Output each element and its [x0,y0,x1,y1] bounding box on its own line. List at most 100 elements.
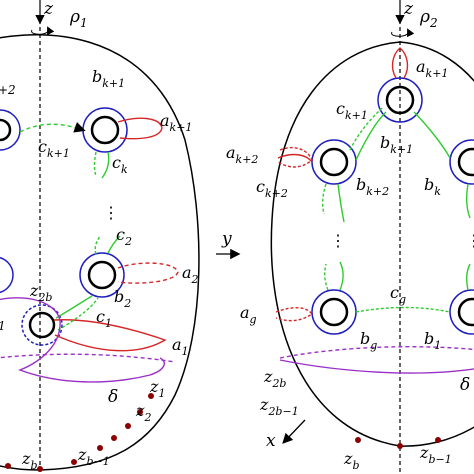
right-handle-bk2-blue [311,139,357,185]
left-rotation-arrow [31,26,55,36]
label-right-b-k: bk [424,175,441,198]
right-surface: ⋮ ⋮ z ρ2 x ak+1 ck+1 bk+1 ak+2 ck+2 bk+2… [226,0,474,474]
left-handle-k2-blue [0,109,21,151]
left-puncture-zb [37,466,43,472]
right-handle-bk-hole [457,147,474,177]
label-right-b-g: bg [360,329,377,352]
right-curve-c-k1-dash [349,107,383,151]
label-left-a-k1: ak+1 [160,111,192,134]
left-curve-c-k [101,151,110,179]
left-curve-c-2-dash [94,235,101,255]
left-curve-a-k1 [117,117,163,140]
left-puncture-3 [125,423,131,429]
right-curve-delta [279,359,474,374]
label-left-b-k1: bk+1 [92,67,125,90]
label-right-a-k2: ak+2 [226,143,258,166]
label-left-c-2: c2 [116,225,132,248]
right-curve-c-g [355,306,451,313]
label-left-delta: δ [108,387,118,407]
left-handle-k2-hole [0,118,12,142]
right-curve-c-k2-dash [321,183,327,215]
right-curve-a-k1 [391,47,409,79]
left-curve-c-k1 [19,121,86,133]
label-right-a-g: ag [240,303,257,326]
label-right-c-k1: ck+1 [336,99,368,122]
right-handle-b1-blue [449,289,474,335]
left-handle-bk1-blue [82,107,128,153]
left-puncture-6 [5,463,11,469]
right-puncture-zb1 [435,437,441,443]
label-left-c-k: ck [112,153,128,176]
right-handle-bg-blue [311,289,357,335]
label-left-z-b: zb [21,449,37,472]
left-handle-b2-blue [79,252,125,298]
right-vertical-dots-left: ⋮ [330,231,346,250]
right-curve-c-k [465,183,471,219]
right-rotation-arrow [391,28,415,38]
left-curve-c-k-dash [93,151,97,177]
label-left-partial-k2: +2 [0,83,16,97]
right-curve-c-k1-b [413,111,451,159]
left-puncture-z1 [148,393,154,399]
label-right-c-k2: ck+2 [256,177,288,200]
left-puncture-zb1 [71,459,77,465]
label-right-a-k1: ak+1 [416,57,448,80]
left-surface-outline [0,34,200,471]
map-arrow-label: y [221,229,232,249]
right-handle-b1-hole [457,297,474,327]
right-x-axis-label: x [266,431,276,451]
label-left-z-b1: zb−1 [77,445,110,468]
label-right-b-k1: bk+1 [380,133,413,156]
label-left-partial-1: 1 [0,319,6,333]
left-puncture-5 [97,445,103,451]
label-right-c-g: cg [390,283,406,306]
left-surface: ⋮ z ρ1 ak+1 bk+1 ck+1 ck +2 c2 a2 b2 z2b… [0,0,200,474]
right-curve-delta-dash [279,346,474,359]
right-curve-a-k2-solid [277,153,313,163]
left-axis-label: z [43,0,54,19]
left-curve-a-1 [53,319,167,352]
right-puncture-zb [397,443,403,449]
left-handle-bk1-hole [90,115,120,145]
left-handle-mid-blue [0,256,14,294]
label-left-z-2b: z2b [29,281,52,304]
right-rotation-label: ρ2 [419,7,438,30]
right-curve-c-1-up [465,263,471,291]
right-handle-bg-hole [319,297,349,327]
left-vertical-dots: ⋮ [103,203,119,222]
left-puncture-z2 [137,409,143,415]
label-right-b-k2: bk+2 [356,175,389,198]
right-curve-c-g-up [339,261,344,291]
left-handle-b1-blue [21,304,63,346]
right-handle-bk2-hole [319,147,349,177]
label-right-delta: δ [460,375,470,395]
right-curve-a-g [275,307,314,322]
label-left-a-2: a2 [182,263,199,286]
right-x-axis [282,419,306,444]
left-handle-b1-hole [28,311,56,339]
left-curve-delta-dash [0,353,176,363]
label-left-c-1: c1 [96,307,112,330]
label-left-b-2: b2 [114,287,131,310]
label-left-z-1: z1 [149,377,165,400]
label-left-c-k1: ck+1 [38,137,70,160]
right-curve-c-k2 [337,183,345,223]
label-right-z-2b: z2b [263,367,286,390]
right-handle-bk1-hole [385,85,415,115]
label-left-a-1: a1 [172,335,189,358]
right-axis-label: z [403,0,414,19]
label-right-b-1: b1 [424,329,441,352]
left-curve-delta [0,297,165,383]
label-right-z-b1: zb−1 [419,443,452,466]
right-handle-bk1-blue [377,77,423,123]
map-arrow: y [216,229,241,260]
right-handle-bk-blue [449,139,474,185]
right-curve-a-k2 [277,146,313,168]
right-surface-outline [270,41,474,447]
right-vertical-dots-right: ⋮ [466,231,474,250]
right-curve-c-g-up-dash [323,263,329,291]
left-curve-a-2 [117,262,179,284]
left-curve-c-2 [107,235,121,254]
